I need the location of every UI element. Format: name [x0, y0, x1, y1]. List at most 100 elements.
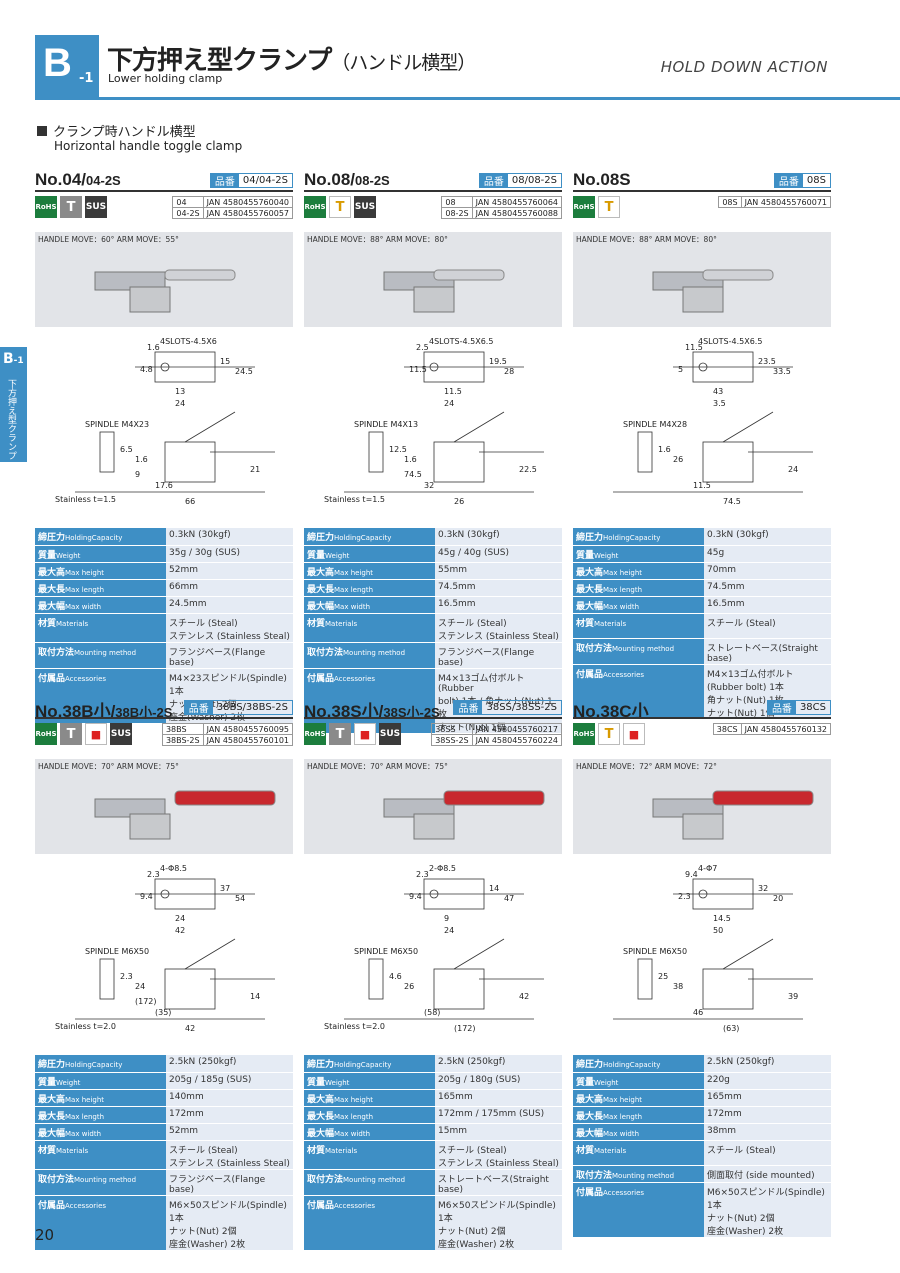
clamp-photo-illustration — [652, 790, 814, 840]
spec-label: 締圧力HoldingCapacity — [35, 528, 166, 546]
spec-weight: 45g / 40g (SUS) — [435, 545, 562, 563]
bolt-icon: T — [60, 196, 82, 218]
page-number: 20 — [35, 1226, 55, 1244]
title-jp-paren: （ハンドル横型） — [331, 52, 476, 74]
lock-icon: ■ — [623, 723, 645, 745]
jan-model: 08S — [718, 196, 742, 208]
part-number: 38SS/38SS-2S — [486, 702, 557, 713]
dim-d: 47 — [504, 894, 514, 903]
dim-i: 21 — [250, 465, 260, 474]
spec-weight: 35g / 30g (SUS) — [166, 545, 293, 563]
spec-label: 付属品Accessories — [304, 1195, 435, 1251]
rohs-icon: RoHS — [304, 196, 326, 218]
part-number-label: 品番 — [210, 174, 239, 188]
clamp-photo-illustration — [383, 790, 545, 840]
dim-a: 2.3 — [416, 870, 429, 879]
spec-label: 最大高Max height — [573, 562, 704, 580]
dimension-drawing: 4SLOTS-4.5X6 SPINDLE M4X23 Stainless t=1… — [55, 337, 275, 506]
spec-label: 最大高Max height — [573, 1089, 704, 1107]
spec-mat: スチール (Steal) — [704, 613, 831, 639]
dim-b: 9.4 — [140, 892, 153, 901]
dim-e: 43 — [713, 387, 723, 396]
dim-a: 2.5 — [416, 343, 429, 352]
spec-height: 55mm — [435, 562, 562, 580]
dim-a: 1.6 — [147, 343, 160, 352]
spec-label: 最大高Max height — [35, 562, 166, 580]
spec-height: 165mm — [704, 1089, 831, 1107]
spec-weight: 205g / 180g (SUS) — [435, 1072, 562, 1090]
spec-label: 付属品Accessories — [304, 668, 435, 734]
spec-label: 締圧力HoldingCapacity — [304, 528, 435, 546]
spec-label: 質量Weight — [304, 545, 435, 563]
dim-c: 14 — [489, 884, 499, 893]
rohs-icon: RoHS — [35, 723, 57, 745]
spec-label: 取付方法Mounting method — [304, 642, 435, 669]
jan-model: 38BS-2S — [161, 734, 204, 746]
spec-label: 最大長Max length — [304, 579, 435, 597]
spec-mat: スチール (Steal) ステンレス (Stainless Steal) — [435, 1140, 562, 1170]
spec-mount: フランジベース(Flange base) — [166, 642, 293, 669]
dim-k: (63) — [723, 1024, 739, 1033]
dim-c: 19.5 — [489, 357, 507, 366]
clamp-photo-illustration — [94, 790, 276, 840]
spec-label: 取付方法Mounting method — [35, 642, 166, 669]
dim-i: 39 — [788, 992, 798, 1001]
dim-k: 74.5 — [723, 497, 741, 506]
model-name: No.08S — [573, 170, 631, 189]
dimension-drawing: 2-Φ8.5 SPINDLE M6X50 Stainless t=2.0 2.3… — [324, 864, 544, 1033]
spec-length: 66mm — [166, 579, 293, 597]
title-jp: 下方押え型クランプ — [107, 46, 332, 76]
spec-label: 付属品Accessories — [35, 668, 166, 724]
dim-spindle: SPINDLE M4X13 — [354, 420, 418, 429]
dim-b: 2.3 — [678, 892, 691, 901]
spec-label: 材質Materials — [573, 613, 704, 639]
section-heading: クランプ時ハンドル横型 — [37, 121, 196, 140]
dim-slots: 4SLOTS-4.5X6.5 — [429, 337, 493, 346]
spec-label: 材質Materials — [304, 613, 435, 643]
sus-icon: SUS — [379, 723, 401, 745]
spec-label: 最大幅Max width — [573, 596, 704, 614]
model-underline — [573, 717, 831, 719]
section-title-jp: クランプ時ハンドル横型 — [53, 125, 196, 140]
jan-code: JAN 4580455760057 — [202, 207, 294, 219]
spec-length: 172mm — [704, 1106, 831, 1124]
dim-g: 4.6 — [389, 972, 402, 981]
dim-j: (58) — [424, 1008, 440, 1017]
jan-model: 04-2S — [172, 207, 204, 219]
product-photo: HANDLE MOVE：70° ARM MOVE：75° — [35, 759, 293, 854]
spec-mount: フランジベース(Flange base) — [435, 642, 562, 669]
jan-model: 08 — [441, 196, 473, 208]
dim-spindle: SPINDLE M4X23 — [85, 420, 149, 429]
spec-width: 38mm — [704, 1123, 831, 1141]
jan-code: JAN 4580455760095 — [202, 723, 294, 735]
dim-d: 33.5 — [773, 367, 791, 376]
spec-height: 70mm — [704, 562, 831, 580]
page-header: B -1 下方押え型クランプ（ハンドル横型） Lower holding cla… — [0, 0, 900, 100]
spec-weight: 220g — [704, 1072, 831, 1090]
